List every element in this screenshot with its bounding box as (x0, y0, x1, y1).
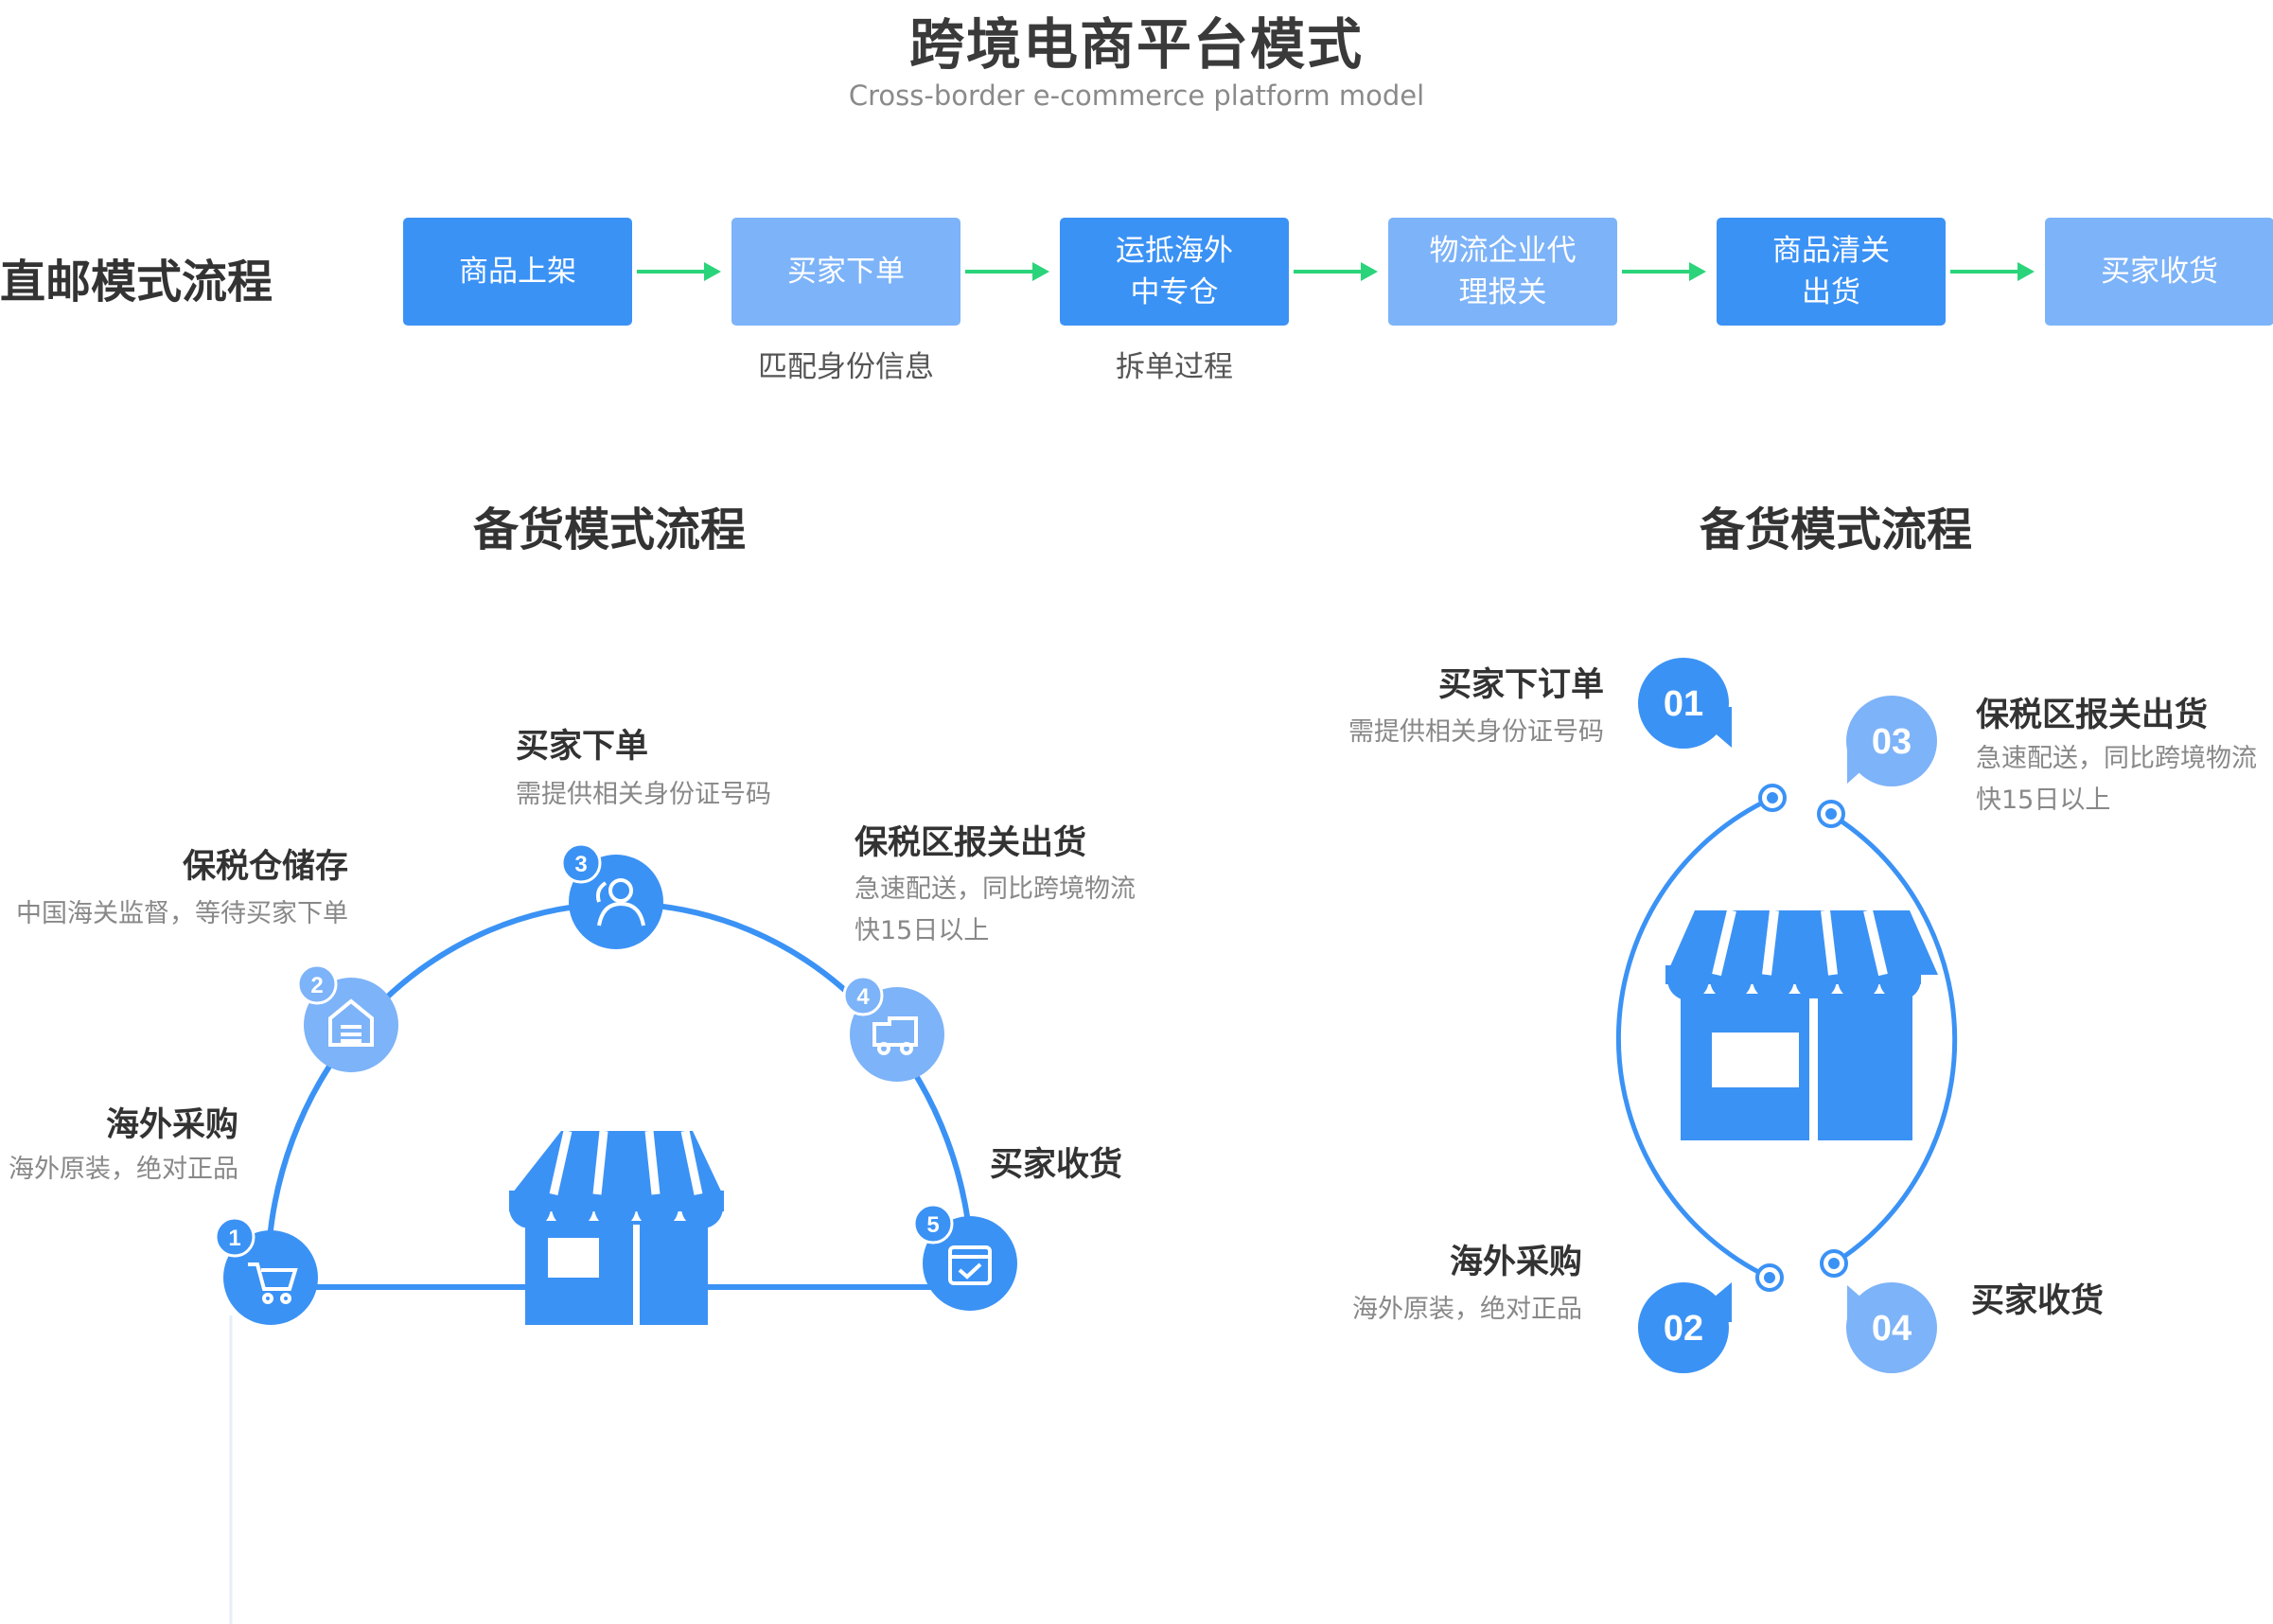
right-node-04-title: 买家收货 (1971, 1282, 2105, 1320)
flow-step-5-line2: 出货 (1802, 275, 1860, 309)
flow-arrow-1-head (704, 262, 721, 281)
left-node-1-desc: 海外原装，绝对正品 (9, 1155, 238, 1184)
badge-01-text: 01 (1664, 684, 1703, 724)
stock-right-badge-02: 02 (1638, 1282, 1732, 1373)
stock-right-badge-01: 01 (1638, 658, 1732, 749)
node-2-badge: 2 (310, 973, 323, 998)
right-node-03-desc: 急速配送，同比跨境物流 (1976, 744, 2257, 773)
users-icon (595, 878, 645, 927)
stock-left-node-5: 5 (912, 1203, 1017, 1311)
left-node-2-title: 保税仓储存 (182, 848, 348, 886)
right-node-03-desc2: 快15日以上 (1976, 786, 2111, 815)
cart-icon (248, 1262, 298, 1304)
left-node-2-desc: 中国海关监督，等待买家下单 (16, 899, 348, 928)
flow-step-5-line1: 商品清关 (1772, 234, 1890, 268)
stock-right-title: 备货模式流程 (1699, 503, 1972, 556)
badge-02-text: 02 (1664, 1309, 1703, 1349)
left-node-4-title: 保税区报关出货 (855, 824, 1087, 862)
stock-left-node-1: 1 (214, 1216, 318, 1325)
shop-icon-left (509, 1130, 724, 1325)
flow-arrows (637, 262, 2035, 281)
right-node-02-title: 海外采购 (1449, 1244, 1582, 1281)
badge-03-text: 03 (1872, 722, 1912, 762)
stock-left-node-4: 4 (842, 975, 944, 1082)
node-1-badge: 1 (228, 1226, 240, 1251)
node-5-badge: 5 (926, 1212, 939, 1238)
flow-step-1-line1: 商品上架 (459, 255, 576, 289)
stock-left-node-2: 2 (296, 963, 398, 1072)
direct-mail-label: 直邮模式流程 (0, 256, 273, 309)
left-node-3-title: 买家下单 (516, 728, 649, 766)
left-node-5-title: 买家收货 (990, 1146, 1123, 1184)
flow-step-6: 买家收货 (2045, 218, 2273, 326)
flow-step-2: 买家下单 (731, 218, 960, 326)
flow-step-4-line2: 理报关 (1458, 275, 1547, 309)
flow-step-4: 物流企业代 理报关 (1388, 218, 1617, 326)
flow-note-step-2: 匹配身份信息 (758, 350, 934, 384)
node-4-badge: 4 (856, 984, 870, 1010)
shop-icon-right-body (1666, 909, 1938, 1140)
right-node-02-desc: 海外原装，绝对正品 (1352, 1295, 1582, 1324)
stock-right-badge-03: 03 (1846, 696, 1937, 786)
stock-left-node-3: 3 (560, 842, 663, 949)
right-node-03-title: 保税区报关出货 (1976, 697, 2209, 734)
box-check-icon (948, 1245, 992, 1285)
flow-step-3-line2: 中专仓 (1130, 275, 1219, 309)
flow-step-4-line1: 物流企业代 (1429, 234, 1577, 268)
right-node-01-title: 买家下订单 (1437, 666, 1604, 704)
flow-arrow-2-head (1032, 262, 1049, 281)
left-node-3-desc: 需提供相关身份证号码 (516, 780, 771, 809)
flow-note-step-3: 拆单过程 (1116, 350, 1233, 384)
left-node-4-desc2: 快15日以上 (855, 916, 990, 945)
stock-left-title: 备货模式流程 (472, 503, 746, 556)
stock-right-diagram: 01 02 03 04 (1615, 658, 1958, 1373)
left-node-1-title: 海外采购 (105, 1106, 238, 1144)
badge-04-text: 04 (1872, 1309, 1912, 1349)
left-node-4-desc: 急速配送，同比跨境物流 (855, 874, 1136, 904)
flow-arrow-3-head (1361, 262, 1378, 281)
flow-step-3-line1: 运抵海外 (1116, 234, 1233, 268)
stock-right-badge-04: 04 (1846, 1282, 1937, 1373)
page-title: 跨境电商平台模式 (908, 12, 1364, 77)
flow-step-5: 商品清关 出货 (1717, 218, 1946, 326)
flow-step-3: 运抵海外 中专仓 (1060, 218, 1289, 326)
flow-arrow-5-head (2018, 262, 2035, 281)
flow-step-6-line1: 买家收货 (2101, 255, 2218, 289)
truck-icon (872, 1016, 918, 1055)
warehouse-icon (328, 998, 374, 1047)
flow-arrow-4-head (1689, 262, 1706, 281)
node-3-badge: 3 (574, 852, 587, 877)
right-node-01-desc: 需提供相关身份证号码 (1348, 717, 1604, 747)
stock-right-left-arc (1615, 795, 1774, 1280)
flow-step-1: 商品上架 (403, 218, 632, 326)
flow-step-2-line1: 买家下单 (787, 255, 905, 289)
page-subtitle: Cross-border e-commerce platform model (848, 79, 1425, 112)
stock-right-right-arc (1828, 811, 1958, 1266)
stock-left-diagram: 1 2 3 4 (214, 842, 1017, 1624)
